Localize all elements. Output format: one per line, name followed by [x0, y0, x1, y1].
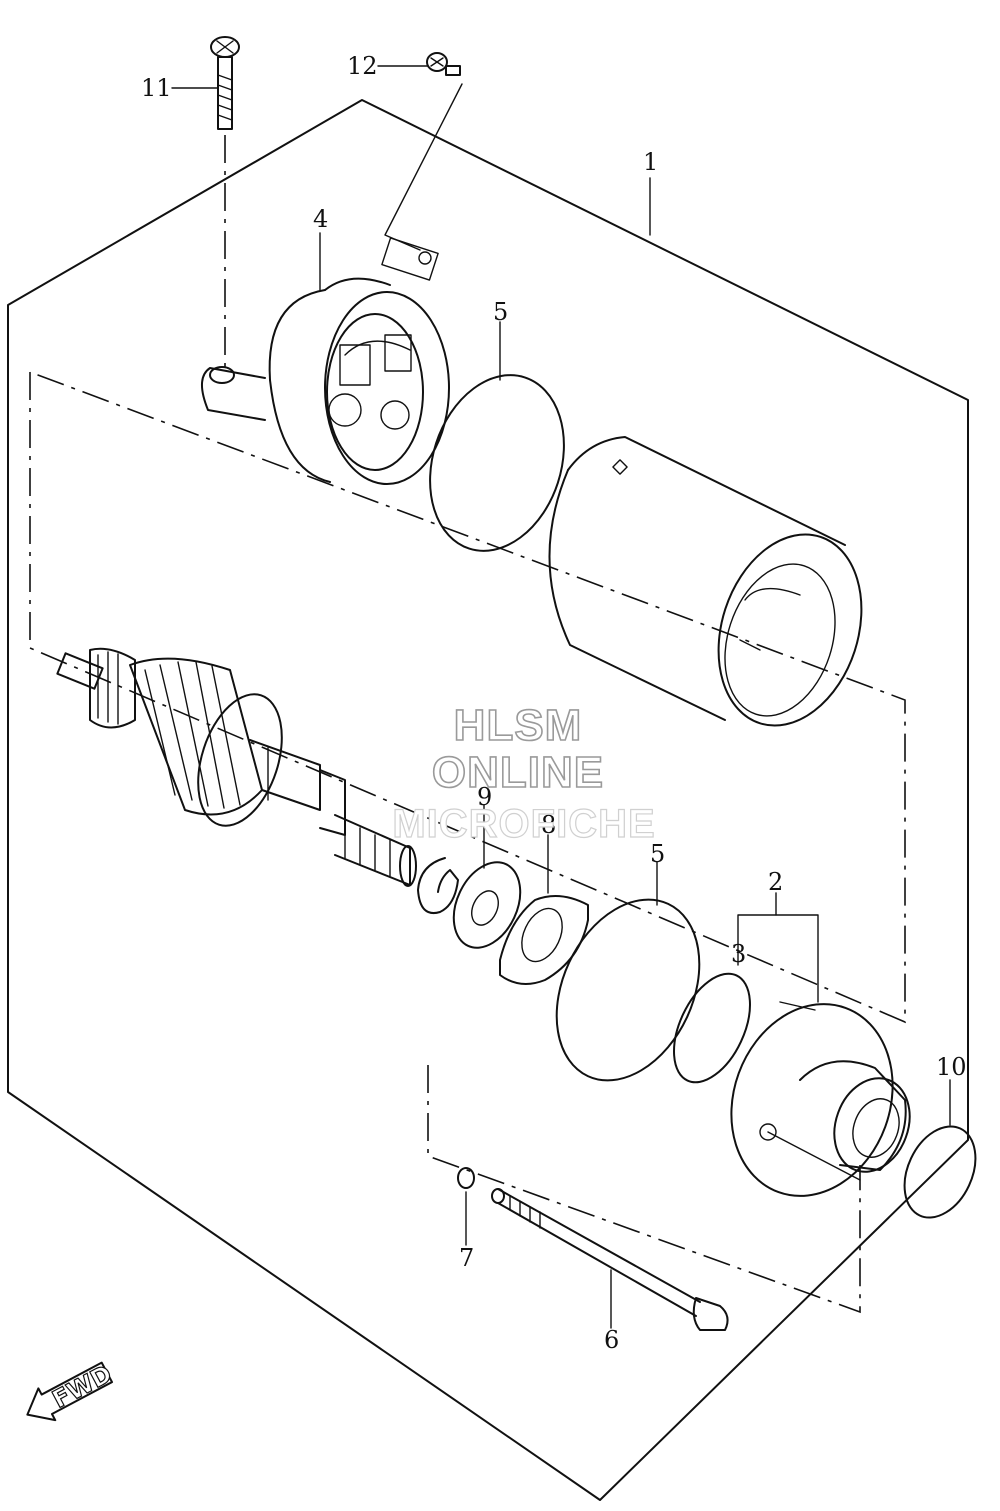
watermark-line-2: ONLINE [432, 748, 604, 797]
bolt-group-outline [427, 1065, 861, 1314]
callout-9: 9 [477, 783, 492, 811]
part-8-plate [499, 895, 589, 985]
callout-5-lower: 5 [650, 840, 665, 868]
part-1-yoke-housing [548, 436, 863, 727]
leader-lines [171, 65, 951, 1329]
callout-3: 3 [731, 940, 746, 968]
part-11-bolt [210, 36, 240, 370]
part-9-washer [452, 861, 522, 949]
callout-2: 2 [768, 868, 783, 896]
callout-12: 12 [347, 52, 378, 80]
part-6-long-bolt [491, 1188, 729, 1331]
callout-labels: 11 12 1 4 5 9 8 5 2 3 10 7 6 [141, 52, 967, 1354]
part-5-o-ring-lower [555, 898, 701, 1082]
callout-1: 1 [643, 148, 658, 176]
part-4-brush-holder [201, 237, 450, 485]
callout-7: 7 [459, 1244, 474, 1272]
watermark-line-1: HLSM [454, 701, 583, 750]
watermark: HLSM ONLINE MICROFICHE [392, 700, 656, 846]
part-3-o-ring [673, 972, 751, 1084]
assembly-outline [7, 99, 969, 1501]
part-9-circlip [417, 857, 459, 914]
callout-4: 4 [313, 205, 328, 233]
watermark-line-3: MICROFICHE [392, 802, 655, 846]
callout-6: 6 [604, 1326, 619, 1354]
callout-8: 8 [541, 811, 556, 839]
part-12-screw [384, 52, 463, 251]
fwd-direction-arrow: FWD [26, 1359, 117, 1422]
fwd-label: FWD [48, 1360, 117, 1414]
fwd-arrow-icon [26, 1361, 114, 1422]
part-2-front-bracket [730, 1001, 911, 1197]
callout-11: 11 [141, 74, 172, 102]
callout-5-upper: 5 [493, 298, 508, 326]
armature [56, 647, 417, 887]
part-5-o-ring-upper [429, 374, 565, 552]
part-10-o-ring [903, 1125, 977, 1219]
armature-group-outline [29, 371, 906, 1024]
part-7-washer [457, 1167, 475, 1189]
callout-10: 10 [936, 1053, 967, 1081]
